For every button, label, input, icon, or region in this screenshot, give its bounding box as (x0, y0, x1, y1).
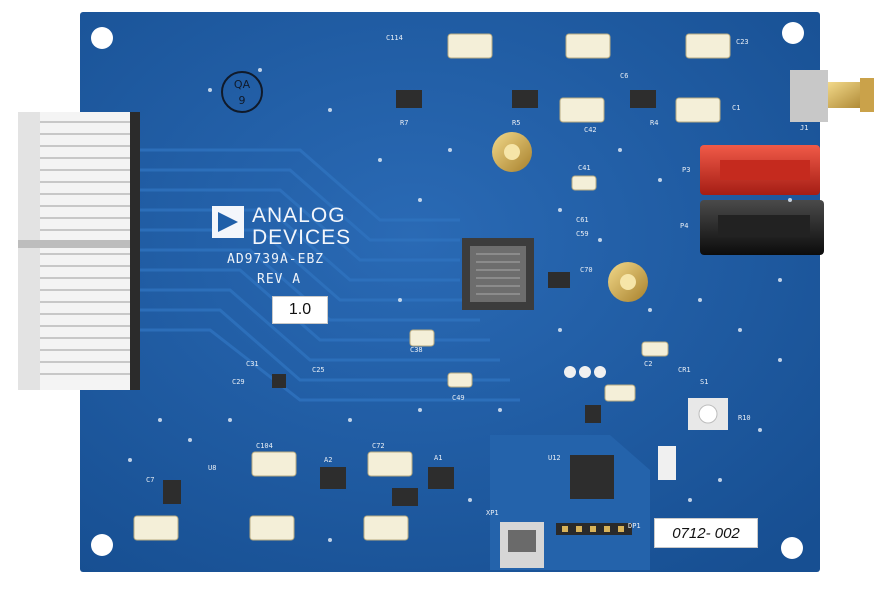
svg-text:C31: C31 (246, 360, 259, 368)
svg-text:C59: C59 (576, 230, 589, 238)
analog-devices-logo-icon (212, 206, 244, 238)
sma-connector-edge (790, 70, 874, 122)
svg-text:A2: A2 (324, 456, 332, 464)
dac-chip (462, 238, 534, 310)
svg-text:R7: R7 (400, 119, 408, 127)
svg-text:P4: P4 (680, 222, 688, 230)
svg-text:U12: U12 (548, 454, 561, 462)
svg-text:R10: R10 (738, 414, 751, 422)
svg-text:A1: A1 (434, 454, 442, 462)
svg-text:C42: C42 (584, 126, 597, 134)
svg-text:C2: C2 (644, 360, 652, 368)
svg-text:C41: C41 (578, 164, 591, 172)
brand-line-2: DEVICES (252, 226, 352, 249)
usb-connector (500, 522, 544, 568)
trace-fanout (140, 148, 520, 402)
svg-text:J1: J1 (800, 124, 808, 132)
svg-text:C6: C6 (620, 72, 628, 80)
svg-text:C38: C38 (410, 346, 423, 354)
svg-text:S1: S1 (700, 378, 708, 386)
mounting-holes (91, 22, 804, 559)
svg-text:R5: R5 (512, 119, 520, 127)
pin-header (556, 523, 632, 535)
svg-text:XP1: XP1 (486, 509, 499, 517)
svg-text:U8: U8 (208, 464, 216, 472)
svg-text:CR1: CR1 (678, 366, 691, 374)
svg-text:C70: C70 (580, 266, 593, 274)
svg-text:P3: P3 (682, 166, 690, 174)
svg-text:R4: R4 (650, 119, 658, 127)
svg-text:DP1: DP1 (628, 522, 641, 530)
version-sticker: 1.0 (272, 296, 328, 324)
board-revision: REV A (257, 272, 302, 287)
serial-sticker: 0712- 002 (654, 518, 758, 548)
svg-text:C7: C7 (146, 476, 154, 484)
svg-text:C29: C29 (232, 378, 245, 386)
board-part-number: AD9739A-EBZ (227, 252, 325, 267)
brand-line-1: ANALOG (252, 204, 346, 227)
sma-connector-mid (608, 262, 648, 302)
brand-logo-text: ANALOG DEVICES (252, 205, 351, 249)
svg-text:C25: C25 (312, 366, 325, 374)
edge-connector (18, 112, 140, 390)
black-banana-jack (700, 200, 824, 255)
svg-text:C72: C72 (372, 442, 385, 450)
svg-text:C114: C114 (386, 34, 403, 42)
vias (128, 68, 792, 542)
reset-button (688, 398, 728, 430)
svg-text:C61: C61 (576, 216, 589, 224)
pcb-board (80, 12, 820, 572)
test-points (564, 366, 676, 480)
svg-text:QA: QA (234, 78, 251, 91)
svg-text:C1: C1 (732, 104, 740, 112)
svg-text:C49: C49 (452, 394, 465, 402)
svg-text:C104: C104 (256, 442, 273, 450)
svg-text:C23: C23 (736, 38, 749, 46)
red-banana-jack (700, 145, 820, 195)
svg-text:9: 9 (239, 94, 246, 107)
qa-stamp (221, 71, 263, 113)
sma-connector-top (492, 132, 532, 172)
small-chips (163, 90, 656, 506)
inductors (133, 33, 731, 541)
